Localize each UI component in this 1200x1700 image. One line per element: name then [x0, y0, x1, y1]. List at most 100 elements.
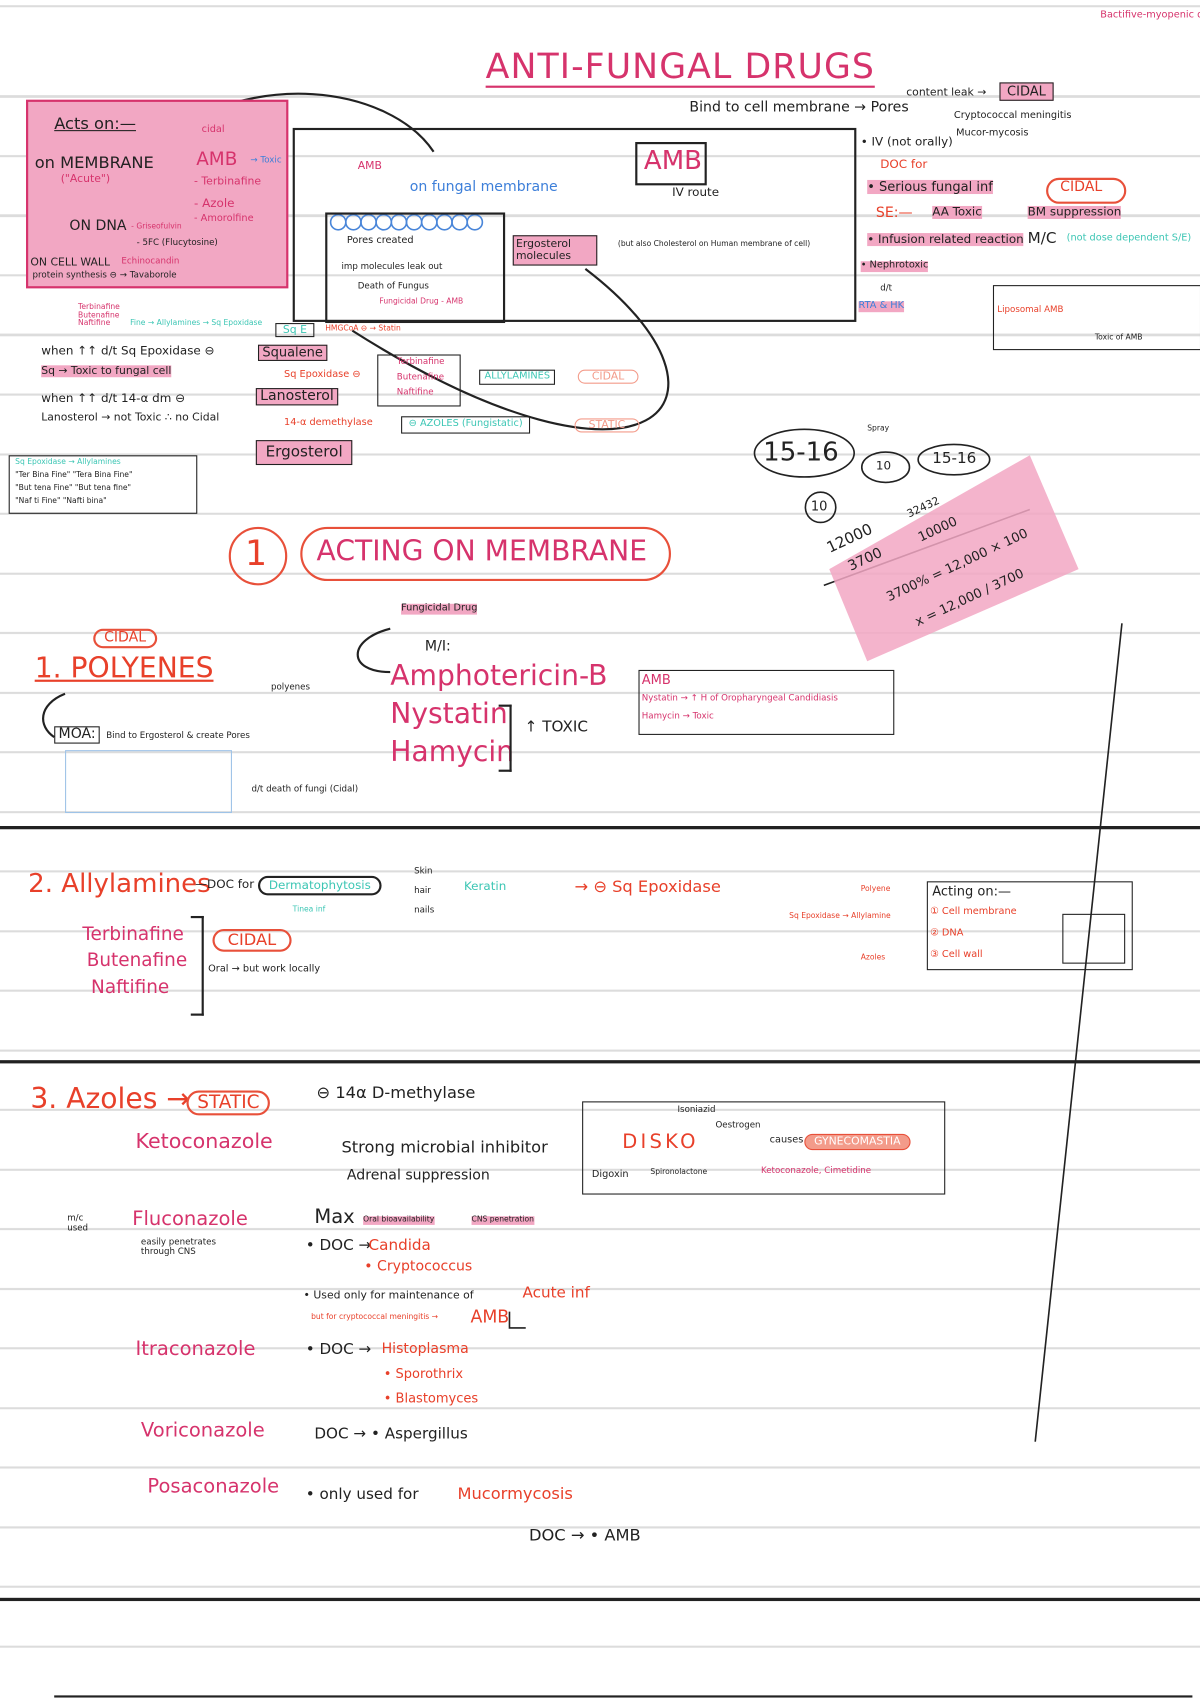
death-of-fungus: Death of Fungus: [357, 280, 429, 291]
rta-hk: RTA & HK: [858, 300, 905, 313]
azoles-box: ⊖ AZOLES (Fungistatic): [401, 416, 531, 434]
amb-label-fluco: AMB: [470, 1306, 510, 1327]
polyenes-heading: 1. POLYENES: [34, 652, 214, 686]
griseofulvin: - Griseofulvin: [131, 222, 182, 231]
drug-bracket: [498, 704, 512, 772]
amb-label: AMB: [196, 148, 238, 171]
amb-doc: DOC for: [880, 157, 928, 172]
fine-allylamines: Fine → Allylamines → Sq Epoxidase: [130, 318, 263, 328]
polyene-label: Polyene: [860, 884, 891, 894]
allylamines-box: ALLYLAMINES: [479, 369, 556, 385]
blastomyces: • Blastomyces: [383, 1390, 479, 1406]
but-for-crypto: but for cryptococcal meningitis →: [311, 1312, 439, 1322]
drug-voriconazole: Voriconazole: [140, 1418, 265, 1442]
when-sq-epoxidase: when ↑↑ d/t Sq Epoxidase ⊖: [41, 343, 215, 358]
vori-doc: DOC → • Aspergillus: [314, 1425, 468, 1443]
allyl-item: Butenafine: [396, 371, 445, 382]
azoles-label: Azoles: [860, 952, 886, 962]
scratch-spray: Spray: [867, 423, 890, 433]
oral-bioavailability: Oral bioavailability: [363, 1215, 435, 1225]
spironolactone: Spironolactone: [650, 1167, 708, 1177]
terbinafine: - Terbinafine: [194, 175, 262, 188]
section-1-circle: [228, 526, 288, 586]
drug-posaconazole: Posaconazole: [147, 1475, 280, 1499]
sq-e-box: Sq E: [275, 323, 315, 338]
death-of-fungi: d/t death of fungi (Cidal): [251, 783, 359, 794]
cell-sketch: [1062, 913, 1126, 964]
sticky-note: [829, 455, 1079, 662]
demethylase: 14-α demethylase: [284, 417, 373, 429]
fluco-note: easily penetrates through CNS: [140, 1236, 217, 1257]
keto-note: Strong microbial inhibitor: [341, 1137, 548, 1157]
echinocandin: Echinocandin: [121, 255, 180, 266]
cns-penetration: CNS penetration: [471, 1215, 534, 1225]
crypto-note: Cryptococcal meningitis: [953, 110, 1072, 122]
mc-used: m/c used: [67, 1212, 89, 1233]
scratch-15-16-small: 15-16: [932, 449, 977, 468]
drug-naftifine: Naftifine: [91, 976, 170, 999]
site-hair: hair: [414, 885, 431, 896]
drug-hamycin: Hamycin: [390, 736, 515, 769]
note-box-line: AMB: [641, 672, 671, 688]
lanosterol: Lanosterol: [255, 388, 339, 406]
membrane-sub: ("Acute"): [60, 173, 111, 186]
squalene: Squalene: [257, 344, 328, 362]
drug-fluconazole: Fluconazole: [132, 1207, 248, 1231]
dermatophytosis: Dermatophytosis: [257, 875, 382, 896]
drug-terbinafine: Terbinafine: [82, 923, 184, 946]
max-label: Max: [314, 1205, 355, 1229]
section-1-number: 1: [244, 532, 268, 574]
liposomal-amb: Liposomal AMB: [997, 304, 1064, 315]
keratin: Keratin: [463, 879, 507, 894]
due-to: d/t: [880, 282, 893, 293]
drug-amphotericin: Amphotericin-B: [390, 660, 608, 693]
keto-cimetidine: Ketoconazole, Cimetidine: [760, 1165, 872, 1176]
allyl-cidal: CIDAL: [212, 928, 292, 952]
mi-label: M/I:: [424, 638, 451, 655]
bottom-line: [54, 1695, 1193, 1698]
cholesterol-note: (but also Cholesterol on Human membrane …: [617, 239, 811, 249]
on-fungal-membrane: on fungal membrane: [409, 178, 558, 196]
cidal-pill-label: CIDAL: [1060, 178, 1103, 196]
azoles-title: 3. Azoles →: [30, 1082, 190, 1116]
fluco-doc: • DOC →: [305, 1236, 372, 1255]
membrane-label: on MEMBRANE: [34, 152, 154, 173]
pores-created: Pores created: [346, 235, 414, 247]
section-divider: [0, 1060, 1200, 1064]
site-nails: nails: [414, 905, 435, 915]
allyl-bracket: [190, 915, 204, 1016]
pathway-sources: Terbinafine Butenafine Naftifine: [78, 302, 120, 328]
azole: - Azole: [194, 196, 235, 211]
diagram-amb: AMB: [357, 160, 382, 173]
note-box-line: Nystatin → ↑ H of Oropharyngeal Candidia…: [641, 692, 838, 703]
mnemonic-line: "Ter Bina Fine" "Tera Bina Fine": [15, 470, 133, 480]
section-1-title: ACTING ON MEMBRANE: [316, 535, 648, 569]
tinea-inf: Tinea inf: [292, 905, 326, 914]
mnemonic-line: "Naf ti Fine" "Nafti bina": [15, 496, 107, 506]
note-box-line: Hamycin → Toxic: [641, 711, 714, 721]
disko-mnemonic: DISKO: [622, 1130, 699, 1154]
bm-suppression: BM suppression: [1027, 204, 1122, 220]
page-title: ANTI-FUNGAL DRUGS: [485, 45, 876, 89]
amorolfine: - Amorolfine: [194, 213, 254, 225]
polyenes-cidal: CIDAL: [93, 628, 158, 649]
mnemonic-line: Sq Epoxidase → Allylamines: [15, 457, 121, 467]
moa-label: MOA:: [54, 726, 101, 744]
protein-synthesis: protein synthesis ⊖ → Tavaborole: [32, 269, 177, 280]
mnemonic-box: [8, 455, 198, 514]
ergosterol-return-arrow: [351, 267, 670, 431]
cidal-top-badge: CIDAL: [999, 82, 1054, 102]
iv-route: IV route: [672, 185, 720, 200]
azole-enzyme: ⊖ 14α D-methylase: [316, 1082, 476, 1103]
allyl-item: Terbinafine: [396, 356, 445, 367]
serious-fungal-inf: • Serious fungal inf: [867, 178, 993, 195]
fungicidal-drug: Fungicidal Drug: [401, 602, 478, 615]
allyl-item: Naftifine: [396, 386, 434, 397]
pore-box: [325, 212, 506, 324]
bind-to-membrane: Bind to cell membrane → Pores: [689, 99, 909, 116]
ergosterol-molecules: Ergosterol molecules: [512, 235, 598, 266]
allylamines-heading: 2. Allylamines: [28, 869, 211, 898]
amb-note-box: [638, 669, 895, 735]
on-cell-wall: ON CELL WALL: [30, 256, 111, 269]
infusion-reaction: • Infusion related reaction: [867, 231, 1024, 247]
